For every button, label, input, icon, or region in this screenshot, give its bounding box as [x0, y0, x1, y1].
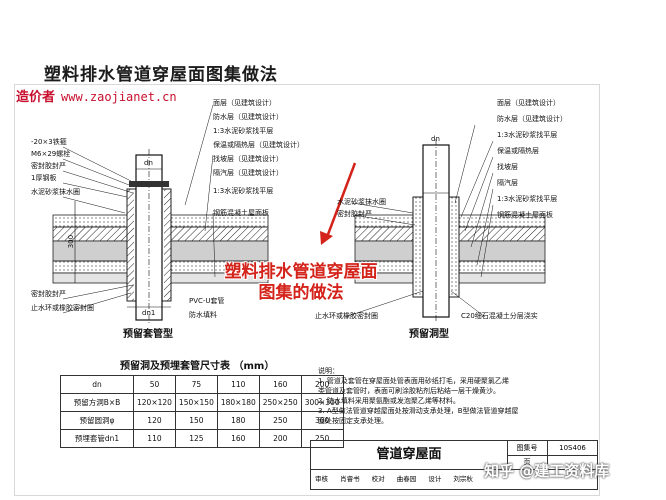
- left-detail-caption: 预留套管型: [123, 329, 173, 340]
- watermark-site: 造价者: [16, 90, 56, 105]
- callout-line: 图集的做法: [258, 283, 344, 303]
- sign-cell: 曲春园: [396, 475, 417, 483]
- notes-item: 2. 防水填料采用聚氨酯或发泡聚乙烯等材料。: [318, 397, 460, 405]
- table-cell: 150×150: [174, 393, 218, 412]
- left-layer-label: 防水层（见建筑设计）: [213, 113, 283, 121]
- sign-cell: 刘宗秋: [453, 475, 473, 483]
- sign-cell: 肖睿书: [340, 475, 360, 483]
- sign-cell: 设计: [428, 475, 442, 483]
- notes-heading: 说明：: [318, 367, 339, 375]
- notes-item: 1. 管道及套管在穿屋面处管表面用砂纸打毛，采用硬聚氯乙烯: [318, 377, 509, 385]
- table-cell: 250: [258, 411, 302, 430]
- right-layer-label: 1:3水泥砂浆找平层: [497, 131, 558, 139]
- table-row: 预埋套管dn1 110 125 160 200 250: [60, 429, 344, 448]
- left-detail-drawing: [52, 104, 269, 325]
- table-row-label: dn: [60, 375, 134, 394]
- sign-cell: 审核: [315, 475, 328, 483]
- title-block: 管道穿屋面 图集号 10S406 页 审核 肖睿书 校对 曲春园 设计 刘宗秋: [310, 440, 598, 490]
- page-label: 页: [507, 456, 548, 470]
- signature-row: 审核 肖睿书 校对 曲春园 设计 刘宗秋: [311, 470, 597, 489]
- table-row-label: 预留方洞B×B: [60, 393, 134, 412]
- right-bottom-label: C20细石混凝土分层浇实: [461, 312, 538, 320]
- table-cell: 150: [174, 411, 218, 430]
- left-layer-label: 保温或隔热层（见建筑设计）: [213, 141, 304, 149]
- callout-arrow: [320, 162, 357, 245]
- right-layer-label: 1:3水泥砂浆找平层: [497, 195, 558, 203]
- table-cell: 160: [258, 375, 302, 394]
- table-cell: 50: [133, 375, 176, 394]
- table-cell: 200: [258, 429, 302, 448]
- page-number: [548, 456, 597, 470]
- right-part-label: 密封胶封严: [337, 210, 372, 218]
- table-cell: 110: [133, 429, 176, 448]
- drawing-name: 管道穿屋面: [311, 441, 508, 470]
- table-cell: 180×180: [216, 393, 260, 412]
- right-layer-label: 找坡层: [497, 163, 518, 171]
- table-row: dn 50 75 110 160 200: [60, 375, 344, 394]
- left-layer-label: 隔汽层（见建筑设计）: [213, 169, 283, 177]
- left-part-label: 密封胶封严: [31, 290, 66, 298]
- notes-item: 类管道及套管时，表面可刷涂胶粘剂后粘结一层干燥黄沙。: [318, 387, 500, 395]
- notes: 说明： 1. 管道及套管在穿屋面处管表面用砂纸打毛，采用硬聚氯乙烯 类管道及套管…: [318, 366, 590, 426]
- table-cell: 125: [174, 429, 218, 448]
- right-layer-label: 钢筋混凝土屋面板: [497, 211, 553, 219]
- dimension-table: dn 50 75 110 160 200 预留方洞B×B 120×120 150…: [60, 375, 344, 448]
- table-cell: 250: [300, 429, 344, 448]
- left-layer-label: 找坡层（见建筑设计）: [213, 155, 283, 163]
- left-part-label: 密封胶封严: [31, 162, 66, 170]
- left-part-label: 1厚钢板: [31, 174, 57, 182]
- right-part-label: 水泥砂浆抹水圈: [337, 198, 386, 206]
- atlas-number: 10S406: [548, 441, 597, 456]
- notes-item: 3. A型做法管道穿越屋面处按滑动支承处理，B型做法管道穿越屋: [318, 407, 519, 415]
- table-cell: 120×120: [133, 393, 176, 412]
- table-cell: 180: [216, 411, 260, 430]
- left-bottom-label: PVC-U套管: [189, 297, 225, 305]
- left-layer-label: 钢筋混凝土屋面板: [213, 209, 269, 217]
- watermark-url: www.zaojianet.cn: [61, 90, 177, 104]
- roof-penetration-drawing: [52, 104, 546, 325]
- table-cell: 160: [216, 429, 260, 448]
- table-cell: 250×250: [258, 393, 302, 412]
- sign-cell: 校对: [371, 475, 385, 483]
- left-layer-label: 1:3水泥砂浆找平层: [213, 187, 274, 195]
- dim-label: dn1: [142, 309, 156, 317]
- left-part-label: 水泥砂浆抹水圈: [31, 188, 80, 196]
- slide-title: 塑料排水管道穿屋面图集做法: [44, 65, 278, 85]
- table-cell: 75: [174, 375, 218, 394]
- table-cell: 110: [216, 375, 260, 394]
- left-part-label: -20×3铁箍: [31, 138, 67, 146]
- left-layer-label: 1:3水泥砂浆找平层: [213, 127, 274, 135]
- right-layer-label: 保温或隔热层: [497, 147, 539, 155]
- right-layer-label: 防水层（见建筑设计）: [497, 115, 567, 123]
- table-cell: 120: [133, 411, 176, 430]
- table-row-label: 预埋套管dn1: [60, 429, 134, 448]
- watermark-bottom: 知乎 @建工资料库: [484, 462, 610, 480]
- right-layer-label: 隔汽层: [497, 179, 518, 187]
- right-detail-caption: 预留洞型: [409, 329, 449, 340]
- dim-label: 300: [67, 234, 76, 249]
- table-row-label: 预留圆洞φ: [60, 411, 134, 430]
- left-layer-label: 面层（见建筑设计）: [213, 99, 276, 107]
- left-part-label: 止水环或橡胶密封圈: [31, 304, 94, 312]
- callout-text: 塑料排水管道穿屋面 图集的做法: [216, 262, 386, 304]
- table-row: 预留圆洞φ 120 150 180 250 300: [60, 411, 344, 430]
- dim-label: dn: [144, 159, 153, 167]
- table-title: 预留洞及预埋套管尺寸表 （mm）: [120, 361, 275, 372]
- right-detail-drawing: [344, 124, 546, 323]
- watermark-top: 造价者 www.zaojianet.cn: [16, 86, 177, 105]
- left-part-label: M6×29螺栓: [31, 150, 71, 158]
- right-part-label: 止水环或橡胶密封圈: [315, 312, 378, 320]
- notes-item: 面处按固定支承处理。: [318, 417, 388, 425]
- table-row: 预留方洞B×B 120×120 150×150 180×180 250×250 …: [60, 393, 344, 412]
- callout-line: 塑料排水管道穿屋面: [224, 262, 378, 282]
- dim-label: dn: [431, 135, 440, 143]
- right-layer-label: 面层（见建筑设计）: [497, 99, 560, 107]
- left-bottom-label: 防水填料: [189, 311, 217, 319]
- atlas-label: 图集号: [507, 441, 548, 456]
